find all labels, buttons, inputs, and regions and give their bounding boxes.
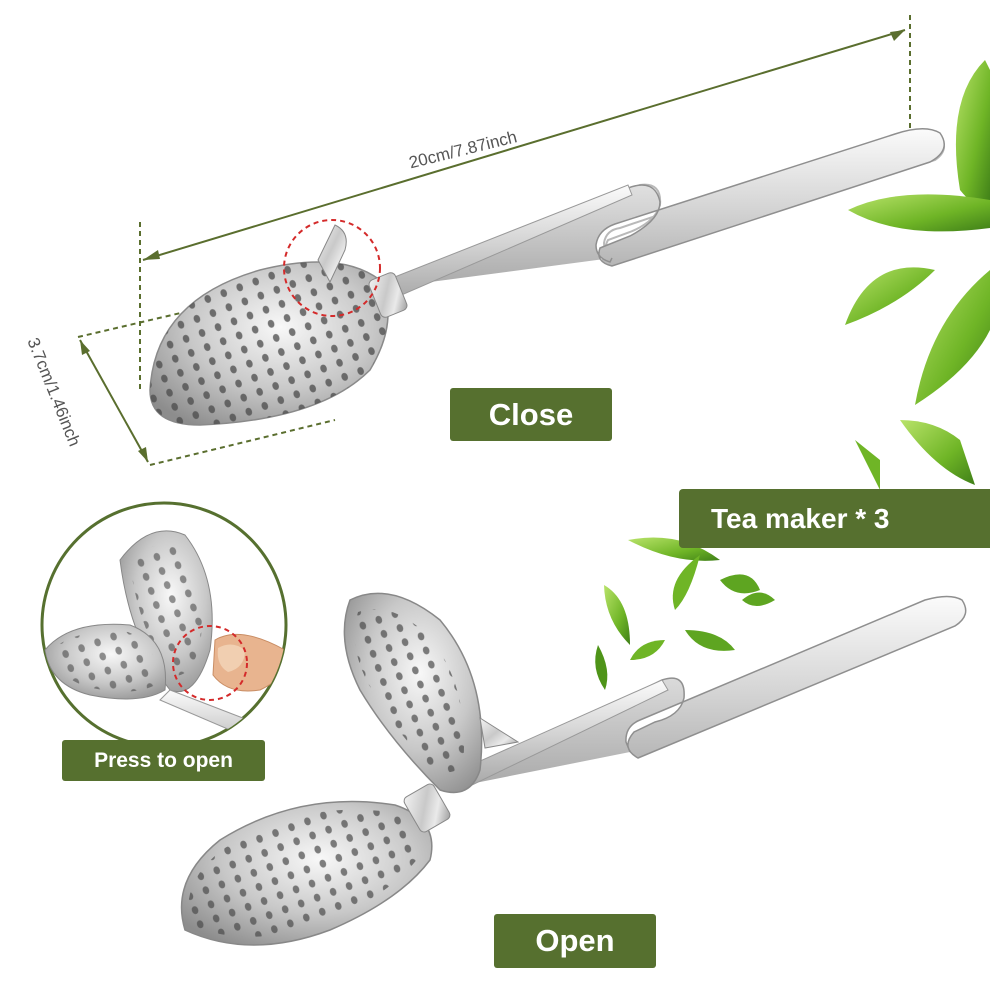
tea-leaves <box>595 60 990 690</box>
close-label: Close <box>450 388 612 441</box>
open-label: Open <box>494 914 656 968</box>
highlight-circle-close <box>283 219 381 317</box>
press-to-open-label: Press to open <box>62 740 265 781</box>
closed-infuser <box>149 128 945 426</box>
highlight-circle-press <box>172 625 248 701</box>
quantity-label: Tea maker * 3 <box>679 489 990 548</box>
open-infuser <box>180 592 967 946</box>
press-inset <box>40 501 288 749</box>
